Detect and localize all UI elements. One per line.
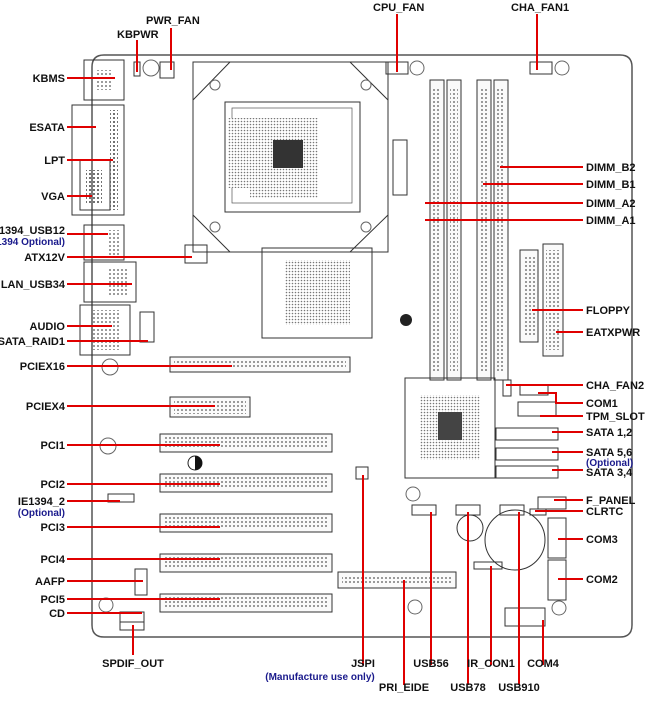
label-pci4: PCI4 (41, 554, 66, 566)
leader-lines (67, 14, 583, 685)
cpu-socket (192, 61, 389, 253)
mount-hole (554, 60, 570, 76)
pwr-fan-header (159, 61, 175, 79)
ir-con1-header (473, 561, 503, 570)
label-clrtc: CLRTC (586, 506, 623, 518)
southbridge (404, 377, 496, 479)
label-cha-fan1: CHA_FAN1 (511, 2, 569, 14)
label-f-panel: F_PANEL (586, 495, 636, 507)
label-kbpwr: KBPWR (117, 29, 159, 41)
rear-io-panel (71, 59, 155, 356)
mount-hole (409, 60, 425, 76)
label-usb910: USB910 (498, 682, 540, 694)
mount-hole (98, 597, 114, 613)
label-ir-con1: IR_CON1 (467, 658, 515, 670)
label-com2: COM2 (586, 574, 618, 586)
cmos-battery (484, 509, 546, 571)
label-lan-usb34: LAN_USB34 (1, 279, 66, 291)
label-audio: AUDIO (30, 321, 66, 333)
label-1394-usb12: 1394_USB12 (0, 225, 65, 237)
mount-hole (405, 486, 421, 502)
label-sata-raid1: SATA_RAID1 (0, 336, 65, 348)
cha-fan2-header (502, 379, 512, 397)
label-pciex4: PCIEX4 (26, 401, 66, 413)
atx12v-connector (184, 244, 208, 264)
label-com4: COM4 (527, 658, 560, 670)
f-panel-header (537, 496, 567, 510)
label-com3: COM3 (586, 534, 618, 546)
label-spdif-out: SPDIF_OUT (102, 658, 164, 670)
label-dimm-b1: DIMM_B1 (586, 179, 636, 191)
label-cpu-fan: CPU_FAN (373, 2, 424, 14)
dimm-slots (429, 79, 509, 381)
note-sata56-optional: (Optional) (586, 458, 633, 469)
battery-small (456, 514, 484, 542)
label-pci1: PCI1 (41, 440, 65, 452)
mount-hole (142, 59, 160, 77)
label-pciex16: PCIEX16 (20, 361, 65, 373)
label-sata-12: SATA 1,2 (586, 427, 632, 439)
label-dimm-b2: DIMM_B2 (586, 162, 636, 174)
label-jspi: JSPI (351, 658, 375, 670)
label-cd: CD (49, 608, 65, 620)
label-dimm-a2: DIMM_A2 (586, 198, 636, 210)
label-kbms: KBMS (33, 73, 65, 85)
mount-hole (551, 600, 567, 616)
mount-hole (407, 599, 423, 615)
label-tpm-slot: TPM_SLOT (586, 411, 645, 423)
label-ie1394-2: IE1394_2 (18, 496, 65, 508)
northbridge (261, 247, 412, 339)
sata-34 (495, 465, 559, 479)
label-dimm-a1: DIMM_A1 (586, 215, 636, 227)
label-esata: ESATA (29, 122, 65, 134)
label-pci2: PCI2 (41, 479, 65, 491)
label-cha-fan2: CHA_FAN2 (586, 380, 644, 392)
label-sata-34: SATA 3,4 (586, 467, 633, 479)
com4-header (504, 607, 546, 627)
usb910-header (499, 504, 525, 516)
note-jspi-manufacture: (Manufacture use only) (265, 672, 374, 683)
label-aafp: AAFP (35, 576, 65, 588)
label-sata-56: SATA 5,6 (586, 447, 632, 459)
label-lpt: LPT (44, 155, 65, 167)
label-pwr-fan: PWR_FAN (146, 15, 200, 27)
pci-slots (159, 433, 333, 613)
bios-label-area (392, 139, 408, 196)
label-pci3: PCI3 (41, 522, 65, 534)
label-usb56: USB56 (413, 658, 448, 670)
note-ie1394-optional: (Optional) (18, 508, 65, 519)
label-pri-eide: PRI_EIDE (379, 682, 429, 694)
tpm-header (517, 401, 557, 417)
ie1394-2-header (107, 493, 135, 503)
label-pci5: PCI5 (41, 594, 65, 606)
label-floppy: FLOPPY (586, 305, 631, 317)
label-com1: COM1 (586, 398, 618, 410)
label-usb78: USB78 (450, 682, 485, 694)
sata-56 (495, 447, 559, 461)
sata-12 (495, 427, 559, 441)
label-atx12v: ATX12V (24, 252, 65, 264)
label-eatxpwr: EATXPWR (586, 327, 640, 339)
cha-fan1-header (529, 61, 553, 75)
label-vga: VGA (41, 191, 65, 203)
note-1394-optional: (1394 Optional) (0, 237, 65, 248)
usb56-header (411, 504, 437, 516)
